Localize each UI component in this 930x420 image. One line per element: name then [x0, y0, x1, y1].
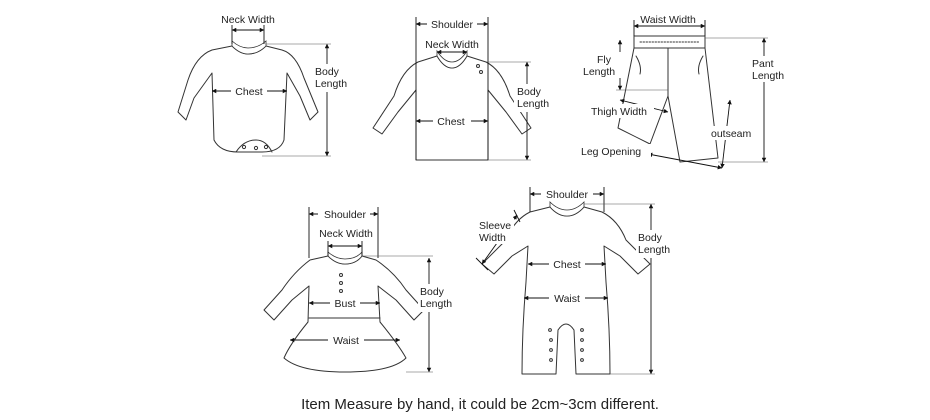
romper-body-length-label-2: Length [638, 244, 670, 256]
pants-pant-length-label-2: Length [752, 70, 784, 82]
shirt-drawing [372, 17, 554, 161]
shirt-chest-label: Chest [437, 116, 465, 128]
dress-drawing [263, 207, 458, 373]
dress-body-length-label-1: Body [420, 286, 445, 298]
pants-outseam-label: outseam [711, 128, 752, 140]
dress-neck-width-label: Neck Width [319, 228, 373, 240]
pants-leg-opening-label: Leg Opening [581, 146, 641, 158]
bodysuit-neck-width-label: Neck Width [221, 14, 275, 26]
dress-body-length-label-2: Length [420, 298, 452, 310]
shirt-body-length-label-1: Body [517, 86, 542, 98]
pants-drawing [581, 20, 792, 170]
romper-shoulder-label: Shoulder [546, 189, 589, 201]
romper-waist-label: Waist [554, 293, 580, 305]
shirt-shoulder-label: Shoulder [431, 19, 474, 31]
pants-waist-width-label: Waist Width [640, 14, 696, 26]
pants-thigh-width-label: Thigh Width [591, 106, 647, 118]
shirt-neck-width-label: Neck Width [425, 39, 479, 51]
measurement-note-caption: Item Measure by hand, it could be 2cm~3c… [301, 396, 659, 413]
bodysuit-body-length-label-2: Length [315, 78, 347, 90]
pants-pant-length-label-1: Pant [752, 58, 774, 70]
romper-drawing [475, 187, 676, 375]
bodysuit-chest-label: Chest [235, 86, 263, 98]
bodysuit-drawing [177, 25, 353, 157]
romper-body-length-label-1: Body [638, 232, 663, 244]
romper-chest-label: Chest [553, 259, 581, 271]
romper-sleeve-width-label-2: Width [479, 232, 506, 244]
pants-fly-length-label-2: Length [583, 66, 615, 78]
pants-fly-length-label-1: Fly [597, 54, 612, 66]
dress-shoulder-label: Shoulder [324, 209, 367, 221]
bodysuit-body-length-label-1: Body [315, 66, 340, 78]
dress-waist-label: Waist [333, 335, 359, 347]
romper-sleeve-width-label-1: Sleeve [479, 220, 511, 232]
dress-bust-label: Bust [334, 298, 355, 310]
shirt-body-length-label-2: Length [517, 98, 549, 110]
